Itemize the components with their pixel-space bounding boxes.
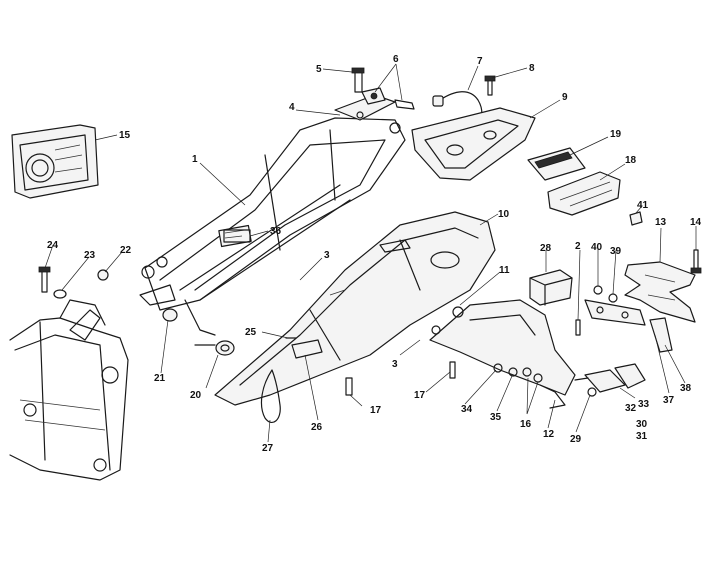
part-35-nut xyxy=(508,367,518,377)
leader-lines xyxy=(44,63,697,443)
callout-39: 39 xyxy=(610,246,622,257)
callout-29: 29 xyxy=(570,434,582,445)
part-39-nut xyxy=(608,293,618,303)
callout-18: 18 xyxy=(625,155,637,166)
callout-labels: 1 2 3 3 4 5 6 7 8 9 10 11 12 13 14 15 16… xyxy=(47,54,702,454)
part-19-label xyxy=(527,147,586,181)
callout-4: 4 xyxy=(289,102,295,113)
part-14-screw xyxy=(690,249,702,274)
callout-10: 10 xyxy=(498,209,510,220)
callout-27: 27 xyxy=(262,443,274,454)
callout-32: 32 xyxy=(625,403,637,414)
callout-19: 19 xyxy=(610,129,622,140)
callout-21: 21 xyxy=(154,373,166,384)
callout-16: 16 xyxy=(520,419,532,430)
callout-38: 38 xyxy=(680,383,692,394)
part-23-washer xyxy=(53,289,67,299)
part-11-license-bracket xyxy=(429,299,576,396)
part-28-module xyxy=(529,269,573,306)
callout-28: 28 xyxy=(540,243,552,254)
part-24-bolt xyxy=(38,266,51,293)
callout-15: 15 xyxy=(119,130,131,141)
callout-6: 6 xyxy=(393,54,399,65)
part-20-grommet xyxy=(194,340,235,356)
callout-24: 24 xyxy=(47,240,59,251)
part-21-bushing xyxy=(162,308,178,322)
callout-2: 2 xyxy=(575,241,581,252)
part-27-strap xyxy=(260,369,281,423)
callout-37: 37 xyxy=(663,395,675,406)
callout-23: 23 xyxy=(84,250,96,261)
callout-14: 14 xyxy=(690,217,702,228)
part-37-bracket xyxy=(584,299,646,326)
callout-17b: 17 xyxy=(414,390,426,401)
callout-8: 8 xyxy=(529,63,535,74)
callout-3b: 3 xyxy=(392,359,398,370)
callout-22: 22 xyxy=(120,245,132,256)
part-2-screw xyxy=(575,319,581,336)
main-frame-section xyxy=(9,299,129,481)
callout-13: 13 xyxy=(655,217,667,228)
callout-33: 33 xyxy=(638,399,650,410)
callout-7: 7 xyxy=(477,56,483,67)
part-18-pouch xyxy=(547,171,621,216)
callout-11: 11 xyxy=(499,265,510,276)
callout-34: 34 xyxy=(461,404,473,415)
callout-31: 31 xyxy=(636,431,648,442)
callout-25: 25 xyxy=(245,327,257,338)
callout-17a: 17 xyxy=(370,405,382,416)
part-15-cover-panel xyxy=(11,124,99,199)
part-22-nut xyxy=(97,269,109,281)
part-38-light-holder xyxy=(649,317,673,353)
part-10-tail-body xyxy=(214,211,496,406)
callout-41: 41 xyxy=(637,200,649,211)
callout-1: 1 xyxy=(192,154,198,165)
callout-5: 5 xyxy=(316,64,322,75)
part-17-bolts xyxy=(345,361,456,396)
part-30-31-turn-signal xyxy=(574,363,646,393)
callout-30: 30 xyxy=(636,419,648,430)
callout-20: 20 xyxy=(190,390,202,401)
part-26-bracket xyxy=(291,339,323,359)
callout-40: 40 xyxy=(591,242,603,253)
part-29-nut xyxy=(587,387,597,397)
callout-9: 9 xyxy=(562,92,568,103)
part-34-nut xyxy=(493,363,503,373)
callout-35: 35 xyxy=(490,412,502,423)
part-8-screw xyxy=(484,75,496,96)
part-12-cover xyxy=(539,384,566,409)
part-9-tray xyxy=(411,107,536,181)
part-6-fasteners xyxy=(361,87,415,110)
callout-36: 36 xyxy=(270,226,282,237)
callout-3a: 3 xyxy=(324,250,330,261)
callout-12: 12 xyxy=(543,429,555,440)
part-5-bolt xyxy=(351,67,365,93)
part-41-bulb xyxy=(629,211,643,226)
part-13-plate-holder xyxy=(624,261,696,323)
callout-26: 26 xyxy=(311,422,323,433)
part-40-nut xyxy=(593,285,603,295)
